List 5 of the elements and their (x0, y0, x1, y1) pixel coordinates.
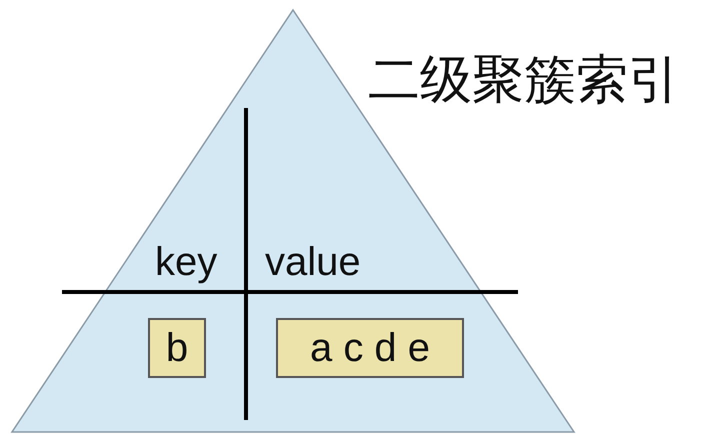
diagram-title: 二级聚簇索引 (368, 52, 680, 110)
value-cell: a c d e (276, 318, 464, 378)
column-header: key (155, 242, 218, 282)
column-header: value (265, 242, 361, 282)
value-cell: b (148, 318, 206, 378)
